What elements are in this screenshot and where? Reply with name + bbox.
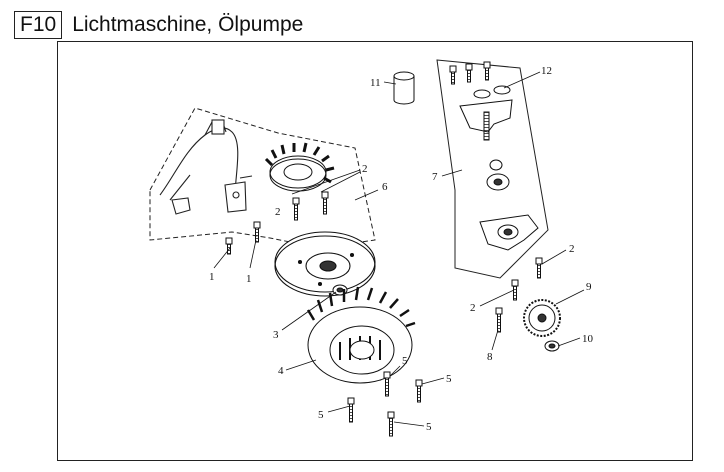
callout-7: 7 <box>432 171 438 183</box>
stator-group-outline <box>149 107 376 249</box>
stator[interactable] <box>264 142 335 192</box>
pump-sprocket[interactable] <box>523 299 561 337</box>
pump-mount-screws[interactable] <box>495 257 543 333</box>
callout-5c: 5 <box>318 409 324 421</box>
page-title: Lichtmaschine, Ölpumpe <box>72 13 304 36</box>
callout-2c: 2 <box>569 243 575 255</box>
callout-2a: 2 <box>275 206 281 218</box>
callout-5a: 5 <box>402 355 408 367</box>
callout-5d: 5 <box>426 421 432 433</box>
o-rings[interactable] <box>473 85 511 99</box>
flywheel-rotor[interactable] <box>274 231 376 297</box>
stator-screws[interactable] <box>292 191 329 221</box>
leader-lines <box>213 71 585 427</box>
sprocket-nut[interactable] <box>544 340 560 352</box>
callout-11: 11 <box>370 77 381 89</box>
pump-rotors[interactable] <box>486 159 510 191</box>
section-code: F10 <box>14 11 63 39</box>
callout-labels: 1 1 2 2 2 2 3 4 5 5 5 5 6 7 8 9 10 11 12 <box>209 65 594 433</box>
callout-12: 12 <box>541 65 552 77</box>
callout-4: 4 <box>278 365 284 377</box>
callout-1a: 1 <box>209 271 215 283</box>
pump-cover[interactable] <box>459 99 513 141</box>
callout-8: 8 <box>487 351 493 363</box>
pump-cover-screws[interactable] <box>449 61 491 85</box>
pickup-screws[interactable] <box>225 221 261 255</box>
callout-5b: 5 <box>446 373 452 385</box>
callout-10: 10 <box>582 333 594 345</box>
cooling-fan[interactable] <box>306 286 416 384</box>
callout-1b: 1 <box>246 273 252 285</box>
callout-2d: 2 <box>470 302 476 314</box>
pulse-generator[interactable] <box>159 119 253 215</box>
pump-body[interactable] <box>479 214 539 251</box>
spacer-sleeve[interactable] <box>393 71 415 105</box>
callout-3: 3 <box>273 329 279 341</box>
oil-pump-group-outline <box>436 59 549 279</box>
callout-9: 9 <box>586 281 592 293</box>
fan-screws[interactable] <box>347 371 423 437</box>
page-header: F10 Lichtmaschine, Ölpumpe <box>14 10 303 40</box>
callout-2b: 2 <box>362 163 368 175</box>
callout-6: 6 <box>382 181 388 193</box>
diagram-frame <box>57 41 693 461</box>
